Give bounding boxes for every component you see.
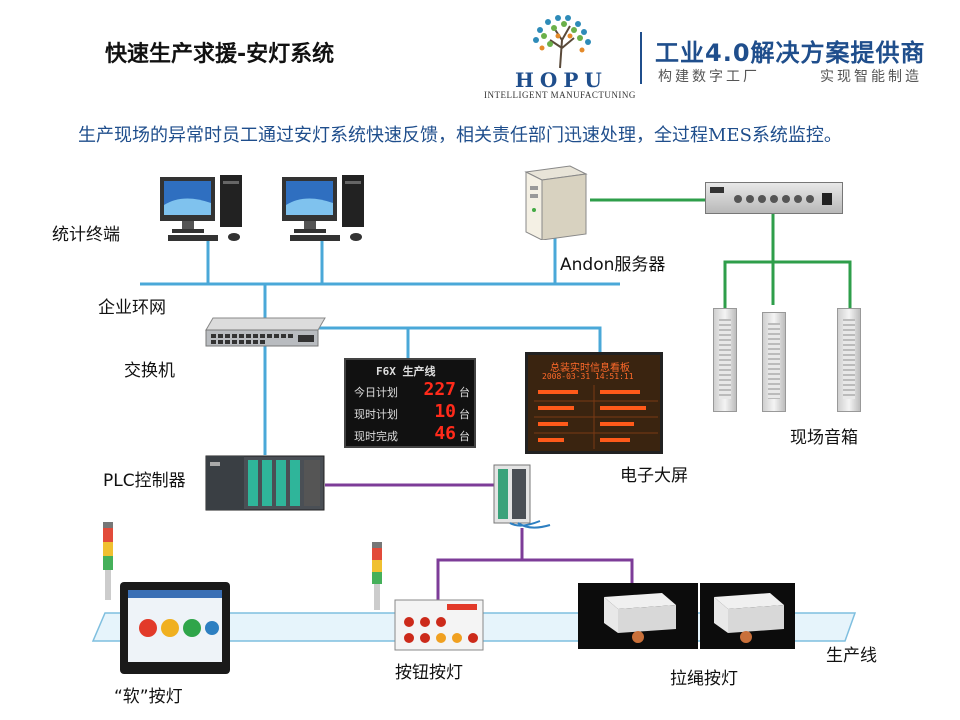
led-row-3-value: 46 (434, 423, 456, 444)
audio-amplifier (705, 182, 843, 214)
speaker-grille-icon (843, 319, 855, 399)
screen-title: 总装实时信息看板 (550, 363, 630, 374)
speaker-grille-icon (719, 319, 731, 399)
button-light-label: 按钮按灯 (395, 663, 463, 683)
rope-switch-1 (578, 583, 698, 649)
andon-server (520, 160, 592, 244)
page-title: 快速生产求援-安灯系统 (105, 42, 335, 67)
electronic-big-screen: 总装实时信息看板 2008-03-31 14:51:11 (525, 352, 663, 454)
touch-panel (118, 580, 232, 680)
switch-label: 交换机 (124, 361, 175, 381)
led-production-board: F6X 生产线 今日计划 227 台 现时计划 10 台 现时完成 46 台 (344, 358, 476, 448)
terminal-label: 统计终端 (52, 225, 120, 245)
speaker-label: 现场音箱 (790, 428, 858, 448)
server-icon (524, 165, 588, 241)
slogan-sub-right: 实现智能制造 (820, 69, 922, 85)
led-row-2-value: 10 (434, 401, 456, 422)
production-line-label: 生产线 (826, 646, 877, 666)
led-row-1-unit: 台 (459, 386, 470, 399)
network-switch (203, 316, 328, 354)
rope-switch-icon (714, 593, 784, 643)
rope-switch-2 (700, 583, 795, 649)
signal-tower-1 (98, 522, 116, 606)
screen-data-grid (534, 385, 658, 449)
speaker-3 (837, 308, 861, 412)
led-row-2-unit: 台 (459, 408, 470, 421)
logo-name: HOPU (515, 68, 608, 92)
description: 生产现场的异常时员工通过安灯系统快速反馈，相关责任部门迅速处理，全过程MES系统… (78, 125, 842, 146)
server-label: Andon服务器 (560, 255, 666, 275)
plc-controller (204, 450, 328, 516)
plc-label: PLC控制器 (103, 471, 186, 491)
soft-light-label: “软”按灯 (114, 687, 183, 707)
terminal-pc-1 (158, 175, 253, 247)
rope-switch-icon (604, 593, 676, 643)
remote-io-module (490, 463, 554, 535)
led-row-3-label: 现时完成 (354, 430, 398, 443)
signal-tower-2 (367, 542, 385, 616)
network-label: 企业环网 (98, 298, 166, 318)
speaker-grille-icon (768, 323, 780, 399)
plc-icon (205, 455, 325, 511)
header-divider (640, 32, 642, 84)
led-row-2-label: 现时计划 (354, 408, 398, 421)
switch-icon (205, 317, 326, 347)
signal-light-icon (372, 542, 382, 610)
led-row-1-label: 今日计划 (354, 386, 398, 399)
button-box (393, 598, 485, 656)
io-module-icon (493, 464, 551, 529)
logo-tagline: INTELLIGENT MANUFACTUNING (484, 90, 636, 100)
screen-date: 2008-03-31 14:51:11 (542, 372, 634, 381)
hopu-logo (510, 10, 650, 100)
desktop-computer-icon (160, 175, 242, 241)
touch-screen-icon (120, 582, 230, 674)
signal-light-icon (103, 522, 113, 600)
amplifier-icon (710, 187, 832, 205)
terminal-pc-2 (280, 175, 375, 247)
speaker-2 (762, 312, 786, 412)
led-row-3-unit: 台 (459, 430, 470, 443)
speaker-1 (713, 308, 737, 412)
screen-label: 电子大屏 (620, 466, 688, 486)
button-panel-icon (394, 599, 484, 651)
led-board-title: F6X 生产线 (376, 365, 436, 378)
desktop-computer-icon (282, 175, 364, 241)
rope-light-label: 拉绳按灯 (670, 669, 738, 689)
slogan-sub-left: 构建数字工厂 (658, 69, 760, 85)
slogan: 工业4.0解决方案提供商 (655, 39, 926, 67)
tree-icon (533, 15, 591, 69)
led-row-1-value: 227 (423, 379, 456, 400)
